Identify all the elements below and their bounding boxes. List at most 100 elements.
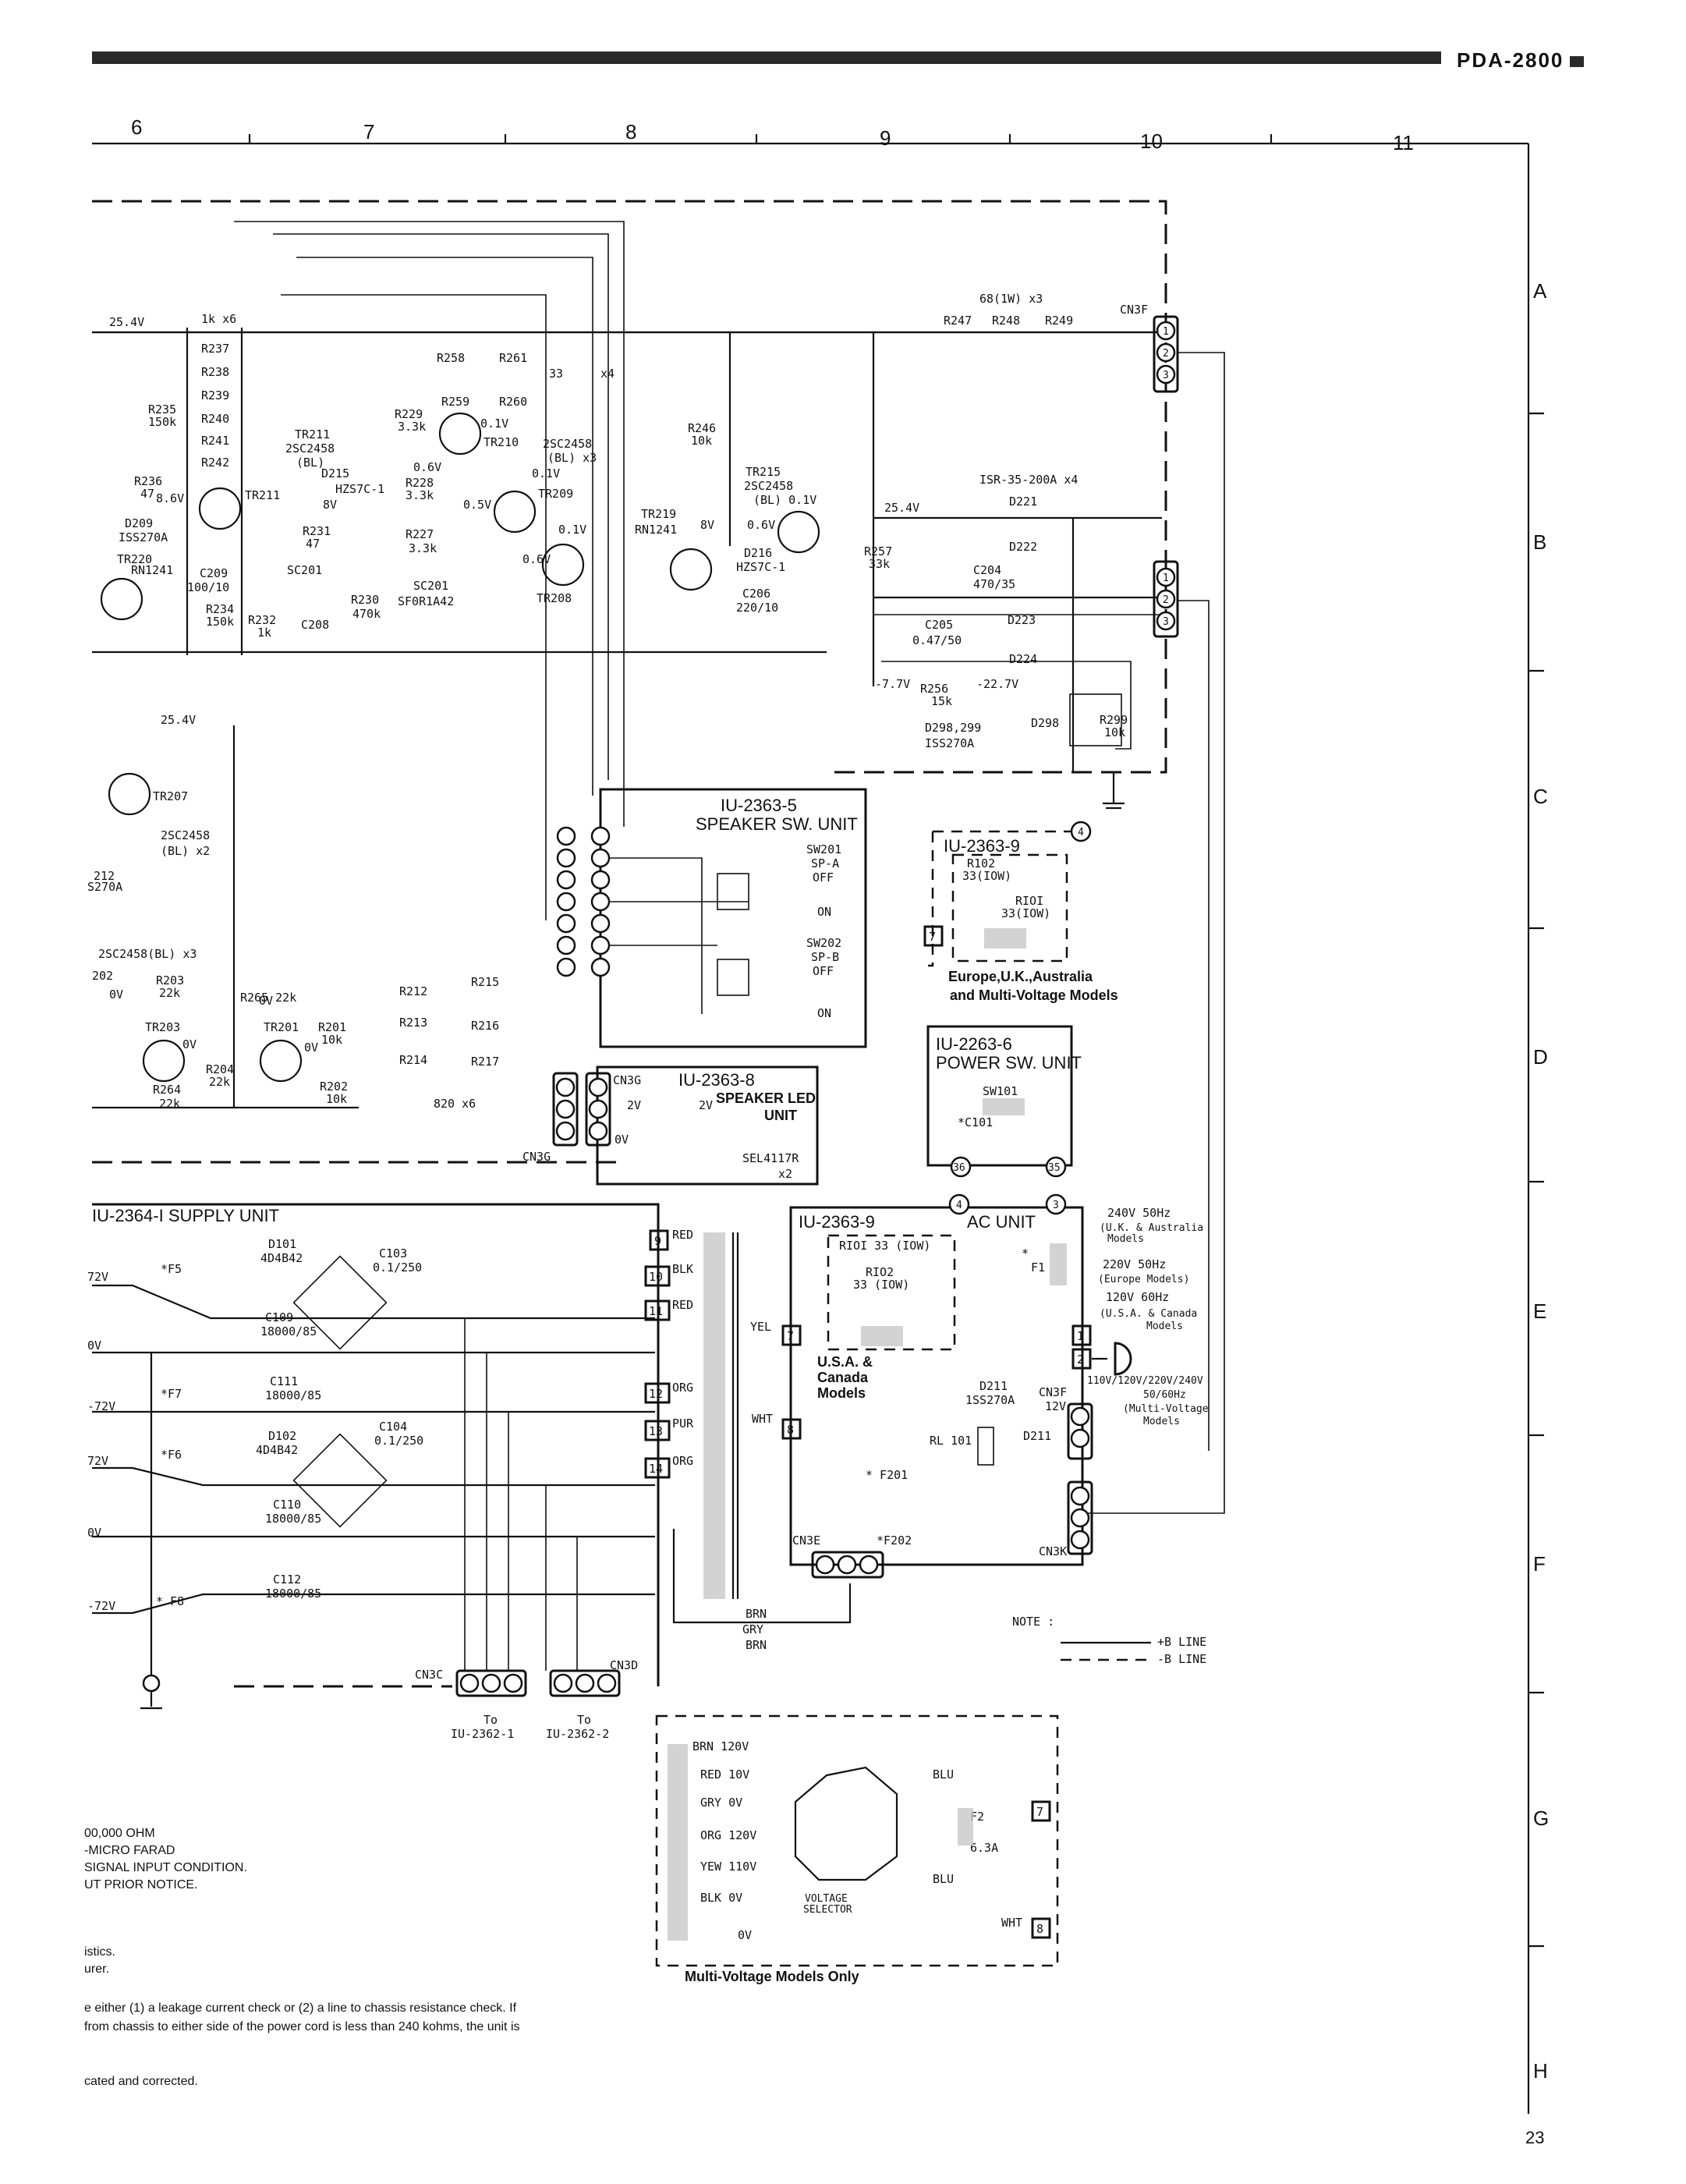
svg-text:2: 2 [1163,594,1169,606]
svg-text:1SS270A: 1SS270A [965,1393,1015,1407]
svg-text:To: To [483,1713,498,1727]
svg-text:R217: R217 [471,1055,499,1069]
svg-text:CN3C: CN3C [415,1668,443,1682]
svg-text:-22.7V: -22.7V [976,677,1018,691]
svg-text:RIOI 33 (IOW): RIOI 33 (IOW) [839,1239,930,1253]
svg-text:18000/85: 18000/85 [265,1388,321,1402]
svg-text:*F7: *F7 [161,1387,182,1401]
svg-text:OFF: OFF [813,964,834,978]
svg-text:C205: C205 [925,618,953,632]
svg-text:8.6V: 8.6V [156,491,184,505]
row-label: C [1533,785,1548,808]
footnote-line: istics. [84,1945,115,1959]
power-transformer: 9 10 11 12 13 14 RED BLK RED ORG PUR ORG… [644,1228,852,1652]
svg-text:Canada: Canada [817,1370,869,1385]
svg-text:100/10: 100/10 [187,580,229,594]
protection-block: 68(1W) x3 R247 R248 R249 CN3F ISR-35-200… [864,292,1166,810]
svg-text:1: 1 [1163,573,1169,584]
svg-text:BLK: BLK [672,1262,693,1276]
svg-text:Models: Models [1143,1416,1180,1427]
svg-text:BRN 120V: BRN 120V [692,1739,749,1753]
svg-text:TR208: TR208 [537,591,572,605]
svg-text:4D4B42: 4D4B42 [260,1251,303,1265]
svg-text:12V: 12V [1045,1399,1066,1413]
svg-text:D211: D211 [979,1379,1008,1393]
svg-text:R201: R201 [318,1020,346,1034]
svg-text:10k: 10k [321,1033,342,1047]
svg-text:BLU: BLU [933,1767,954,1782]
svg-text:*: * [1022,1246,1029,1260]
svg-text:0.6V: 0.6V [747,518,775,532]
svg-text:33(IOW): 33(IOW) [962,869,1011,883]
svg-text:ORG: ORG [672,1454,693,1468]
svg-text:22k: 22k [159,986,180,1000]
svg-text:IU-2363-9: IU-2363-9 [944,836,1020,856]
svg-text:CN3E: CN3E [792,1533,820,1548]
svg-text:TR209: TR209 [538,487,573,501]
svg-text:240V 50Hz: 240V 50Hz [1107,1206,1171,1220]
svg-text:0V: 0V [87,1526,101,1540]
svg-text:UNIT: UNIT [764,1108,797,1123]
supply-unit: IU-2364-I SUPPLY UNIT D101 4D4B42 C103 0… [87,1203,660,1741]
svg-text:10k: 10k [1104,725,1125,739]
row-label: F [1533,1552,1546,1576]
svg-text:R229: R229 [395,407,423,421]
svg-text:ISS270A: ISS270A [119,530,168,544]
svg-text:220/10: 220/10 [736,601,778,615]
svg-text:8: 8 [1036,1922,1043,1936]
svg-text:-72V: -72V [87,1599,115,1613]
svg-text:GRY 0V: GRY 0V [700,1796,742,1810]
svg-text:7: 7 [787,1329,794,1343]
svg-text:CN3D: CN3D [610,1658,638,1672]
footnote-line: 00,000 OHM [84,1827,155,1840]
svg-text:3.3k: 3.3k [398,420,426,434]
svg-text:150k: 150k [206,615,234,629]
svg-text:2V: 2V [627,1098,641,1112]
footnote-line: UT PRIOR NOTICE. [84,1878,198,1892]
svg-text:BRN: BRN [746,1638,767,1652]
svg-text:SW101: SW101 [983,1084,1018,1098]
svg-text:R237: R237 [201,342,229,356]
svg-text:8V: 8V [700,518,714,532]
svg-text:33: 33 [549,367,563,381]
svg-text:0V: 0V [109,987,123,1002]
col-label: 6 [131,115,142,139]
mains-labels: 240V 50Hz (U.K. & Australia Models 220V … [1087,1206,1209,1427]
svg-text:2SC2458: 2SC2458 [285,441,335,456]
svg-text:CN3F: CN3F [1120,303,1148,317]
svg-text:D101: D101 [268,1237,296,1251]
footnote-line: e either (1) a leakage current check or … [84,2001,517,2015]
svg-text:R258: R258 [437,351,465,365]
svg-text:C204: C204 [973,563,1001,577]
svg-text:0V: 0V [87,1338,101,1353]
svg-text:+B LINE: +B LINE [1157,1635,1206,1649]
svg-text:10k: 10k [691,434,712,448]
tr207-stage: 25.4V TR207 2SC2458 (BL) x2 212 S270A 2S… [87,713,499,1111]
svg-text:25.4V: 25.4V [884,501,919,515]
svg-text:7: 7 [929,930,936,944]
svg-text:IU-2363-9: IU-2363-9 [799,1212,875,1232]
svg-text:1k x6: 1k x6 [201,312,236,326]
row-label: E [1533,1299,1546,1323]
footnote-line: SIGNAL INPUT CONDITION. [84,1861,247,1874]
svg-text:18000/85: 18000/85 [260,1324,317,1338]
ac-unit: IU-2363-9 AC UNIT RIOI 33 (IOW) RIO2 33 … [781,1193,1093,1579]
bus-lines [92,200,1167,1688]
svg-text:IU-2362-1: IU-2362-1 [451,1727,514,1741]
svg-text:SW201: SW201 [806,842,841,856]
svg-text:R246: R246 [688,421,716,435]
footnote-line: -MICRO FARAD [84,1844,175,1857]
svg-text:R216: R216 [471,1019,499,1033]
col-label: 9 [880,126,891,150]
svg-text:202: 202 [92,969,113,983]
svg-text:8V: 8V [323,498,337,512]
svg-text:RIO2: RIO2 [866,1265,894,1279]
svg-text:0.47/50: 0.47/50 [912,633,962,647]
svg-text:TR220: TR220 [117,552,152,566]
svg-text:IU-2363-8: IU-2363-8 [678,1070,755,1090]
svg-text:TR211: TR211 [295,427,330,441]
svg-text:0.1/250: 0.1/250 [374,1434,423,1448]
svg-text:S270A: S270A [87,880,122,894]
svg-text:R232: R232 [248,613,276,627]
